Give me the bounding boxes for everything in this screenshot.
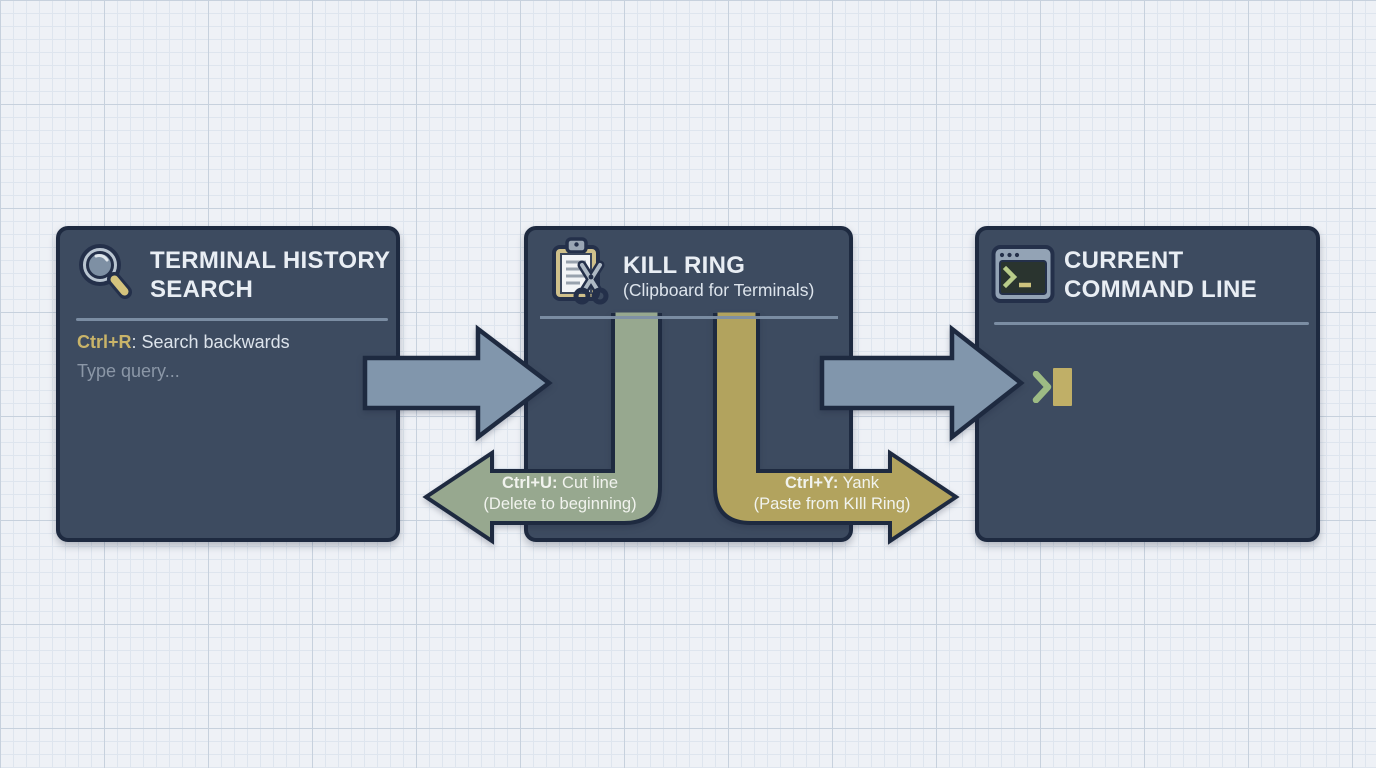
prompt-chevron-icon	[1032, 371, 1052, 403]
clipboard-scissors-icon	[552, 237, 609, 305]
search-icon	[79, 244, 132, 299]
kill-ring-box: KILL RING (Clipboard for Terminals)	[524, 226, 853, 542]
shortcut-key: Ctrl+R	[77, 332, 132, 352]
shortcut-desc: : Search backwards	[131, 332, 290, 352]
text-cursor-block	[1053, 368, 1072, 406]
terminal-window-icon	[991, 245, 1055, 303]
terminal-history-search-box: TERMINAL HISTORY SEARCH Ctrl+R: Search b…	[56, 226, 400, 542]
box-subtitle: (Clipboard for Terminals)	[623, 280, 815, 300]
box-title: KILL RING	[623, 252, 746, 279]
search-query-placeholder: Type query...	[77, 361, 180, 381]
shortcut-ctrl-r: Ctrl+R: Search backwards	[77, 332, 290, 353]
current-command-line-box: CURRENT COMMAND LINE	[975, 226, 1320, 542]
divider-line	[994, 322, 1309, 325]
box-title: TERMINAL HISTORY SEARCH	[150, 247, 391, 303]
divider-line	[76, 318, 388, 321]
box-title: CURRENT COMMAND LINE	[1064, 247, 1257, 303]
